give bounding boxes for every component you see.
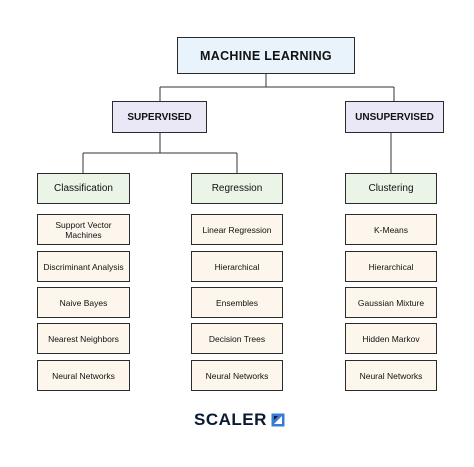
leaf-classification-5: Neural Networks [37, 360, 130, 391]
scaler-logo: SCALER [194, 410, 285, 430]
leaf-regression-1: Linear Regression [191, 214, 283, 245]
category-regression: Regression [191, 173, 283, 204]
leaf-regression-5: Neural Networks [191, 360, 283, 391]
category-clustering: Clustering [345, 173, 437, 204]
leaf-clustering-1: K-Means [345, 214, 437, 245]
leaf-regression-3: Ensembles [191, 287, 283, 318]
brand-name: SCALER [194, 410, 267, 429]
leaf-clustering-2: Hierarchical [345, 251, 437, 282]
leaf-classification-4: Nearest Neighbors [37, 323, 130, 354]
leaf-clustering-4: Hidden Markov [345, 323, 437, 354]
leaf-regression-4: Decision Trees [191, 323, 283, 354]
category-classification: Classification [37, 173, 130, 204]
leaf-classification-3: Naive Bayes [37, 287, 130, 318]
root-node: MACHINE LEARNING [177, 37, 355, 74]
leaf-clustering-3: Gaussian Mixture [345, 287, 437, 318]
leaf-regression-2: Hierarchical [191, 251, 283, 282]
branch-unsupervised: UNSUPERVISED [345, 101, 444, 133]
leaf-classification-1: Support Vector Machines [37, 214, 130, 245]
leaf-clustering-5: Neural Networks [345, 360, 437, 391]
branch-supervised: SUPERVISED [112, 101, 207, 133]
leaf-classification-2: Discriminant Analysis [37, 251, 130, 282]
scaler-logo-icon [271, 413, 285, 427]
